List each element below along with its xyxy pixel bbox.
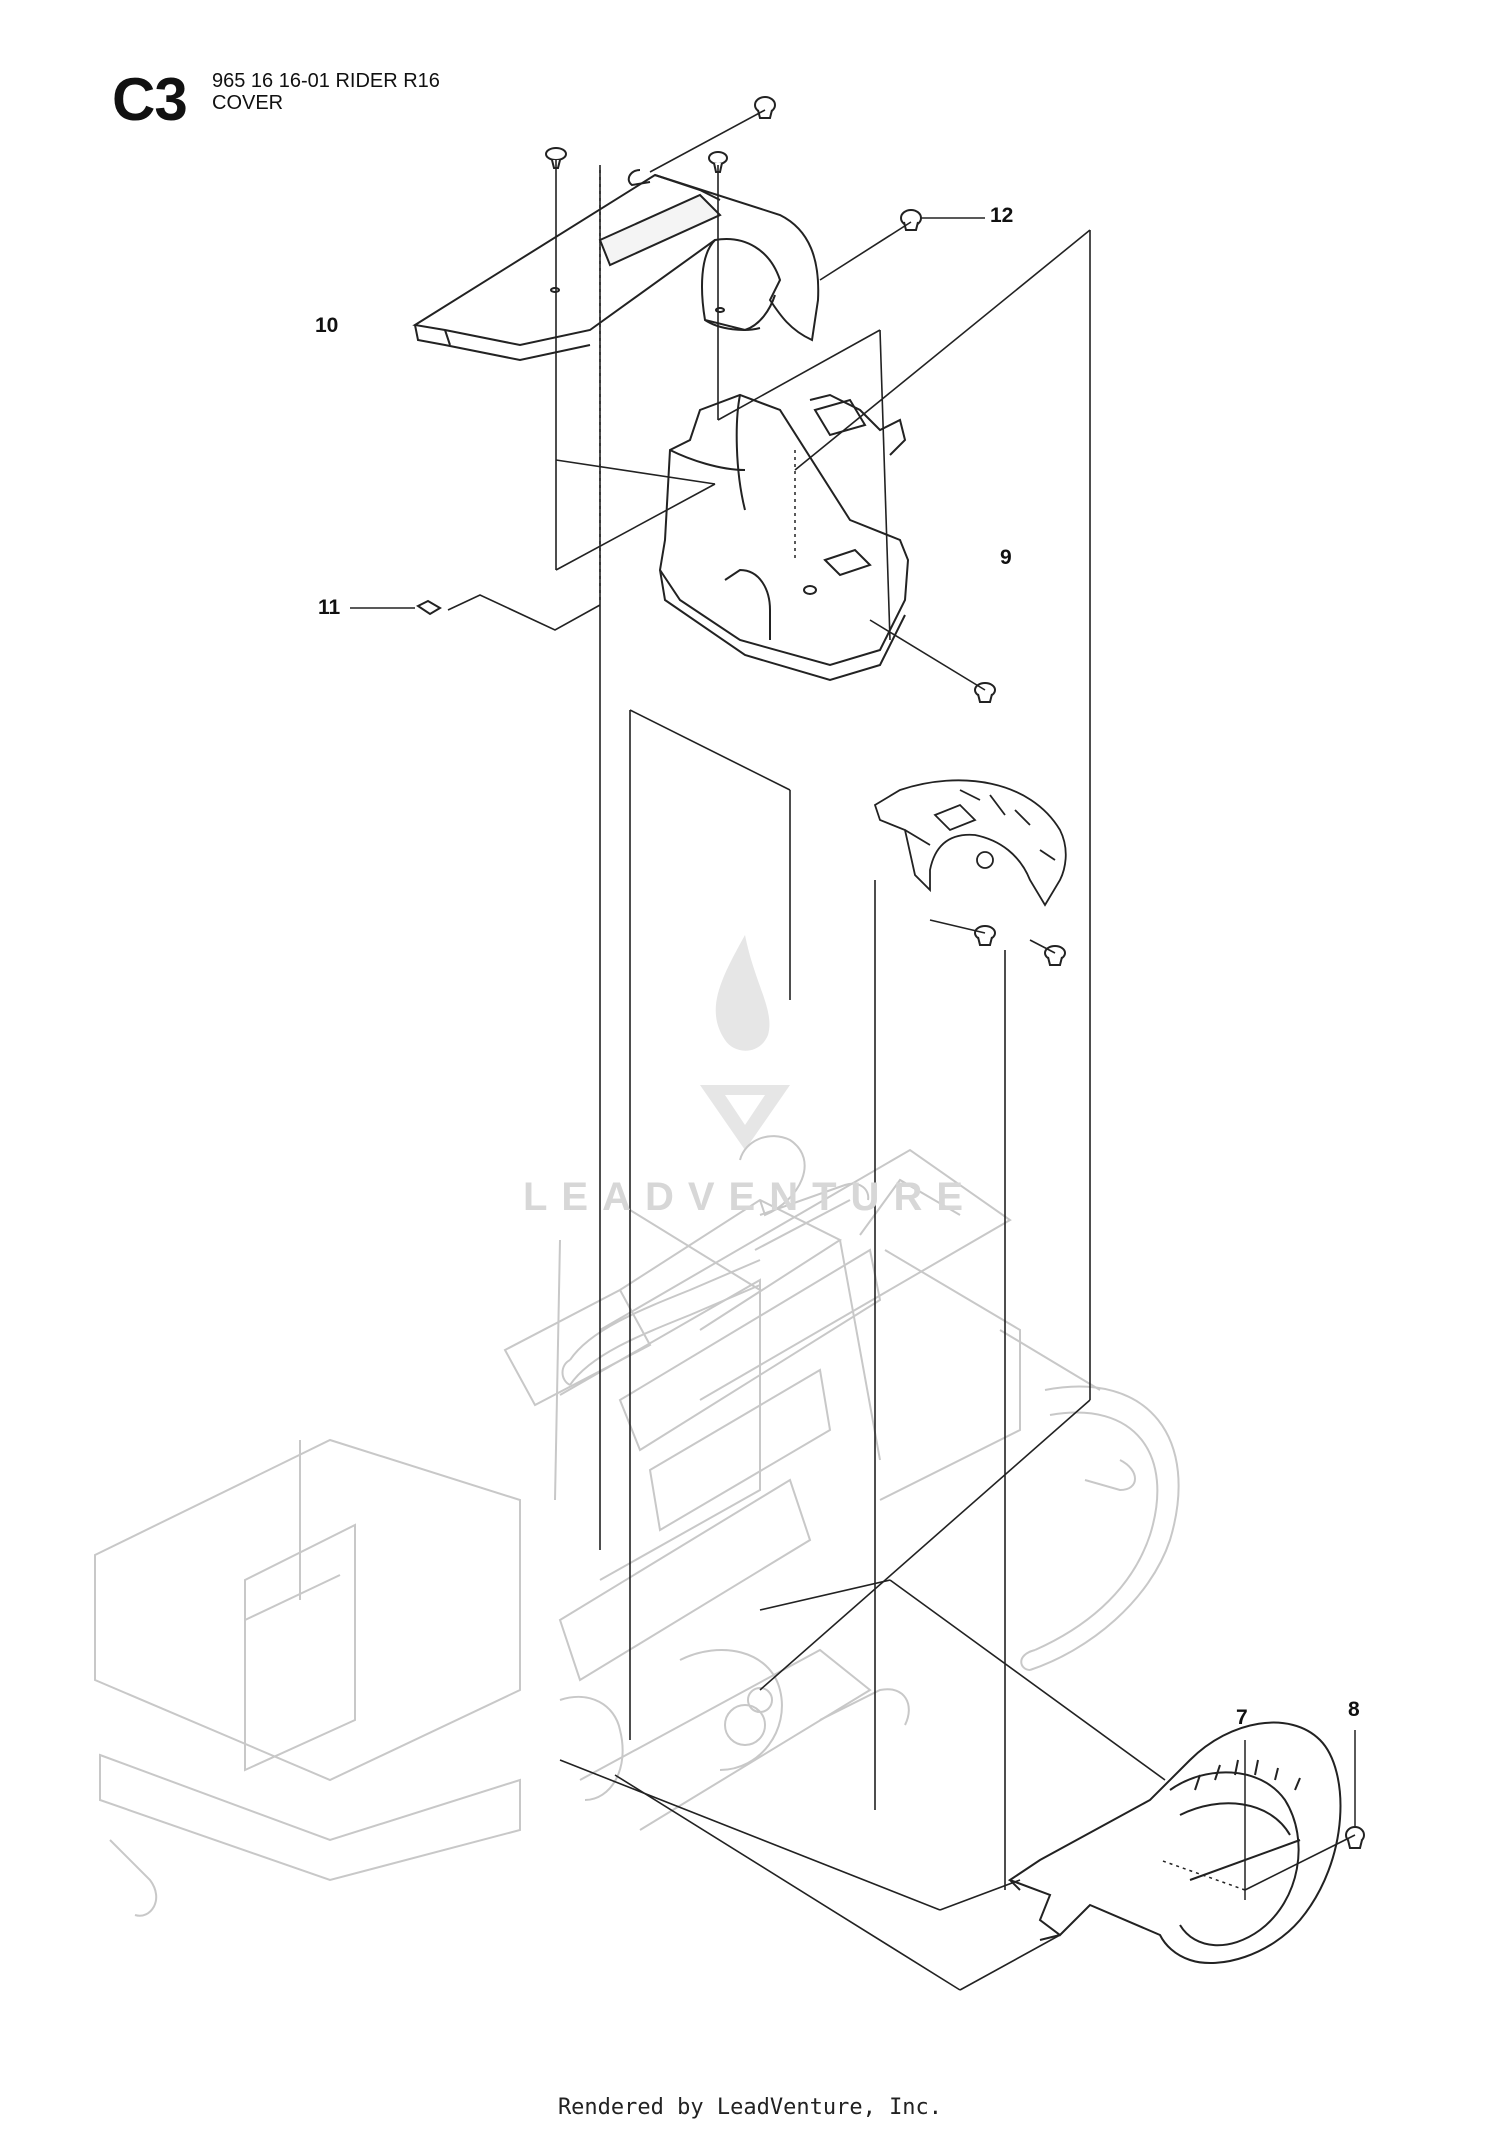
screw-top-mid bbox=[708, 151, 728, 173]
part-10-top-cover bbox=[412, 169, 820, 362]
model-line: 965 16 16-01 RIDER R16 bbox=[212, 70, 440, 92]
callout-9: 9 bbox=[1000, 546, 1012, 569]
part-7-pulley-cover bbox=[1007, 1721, 1342, 1964]
hidden-lines bbox=[599, 170, 1246, 1891]
part-9-lower-cover bbox=[658, 393, 910, 682]
screw-bracket-left bbox=[974, 925, 996, 946]
diagram-subtitle: COVER bbox=[212, 92, 284, 114]
clip-part-11 bbox=[416, 599, 442, 616]
callout-7: 7 bbox=[1236, 1706, 1248, 1729]
chassis-frame bbox=[94, 1135, 1180, 1917]
screw-top-right bbox=[754, 96, 776, 119]
screw-top-left bbox=[545, 147, 567, 169]
section-code: C3 bbox=[112, 66, 188, 133]
footer-credit: Rendered by LeadVenture, Inc. bbox=[557, 2095, 943, 2120]
callout-leaders bbox=[350, 217, 1356, 1900]
callout-10: 10 bbox=[315, 314, 339, 337]
watermark-text: LEADVENTURE bbox=[522, 1175, 978, 1219]
callout-12: 12 bbox=[990, 204, 1014, 227]
fasteners bbox=[416, 96, 1365, 1849]
callout-8: 8 bbox=[1348, 1698, 1360, 1721]
hood-bracket bbox=[873, 779, 1067, 907]
flame-v-logo-icon bbox=[700, 935, 790, 1150]
assembly-lines bbox=[447, 109, 1356, 1991]
callout-11: 11 bbox=[318, 596, 341, 619]
